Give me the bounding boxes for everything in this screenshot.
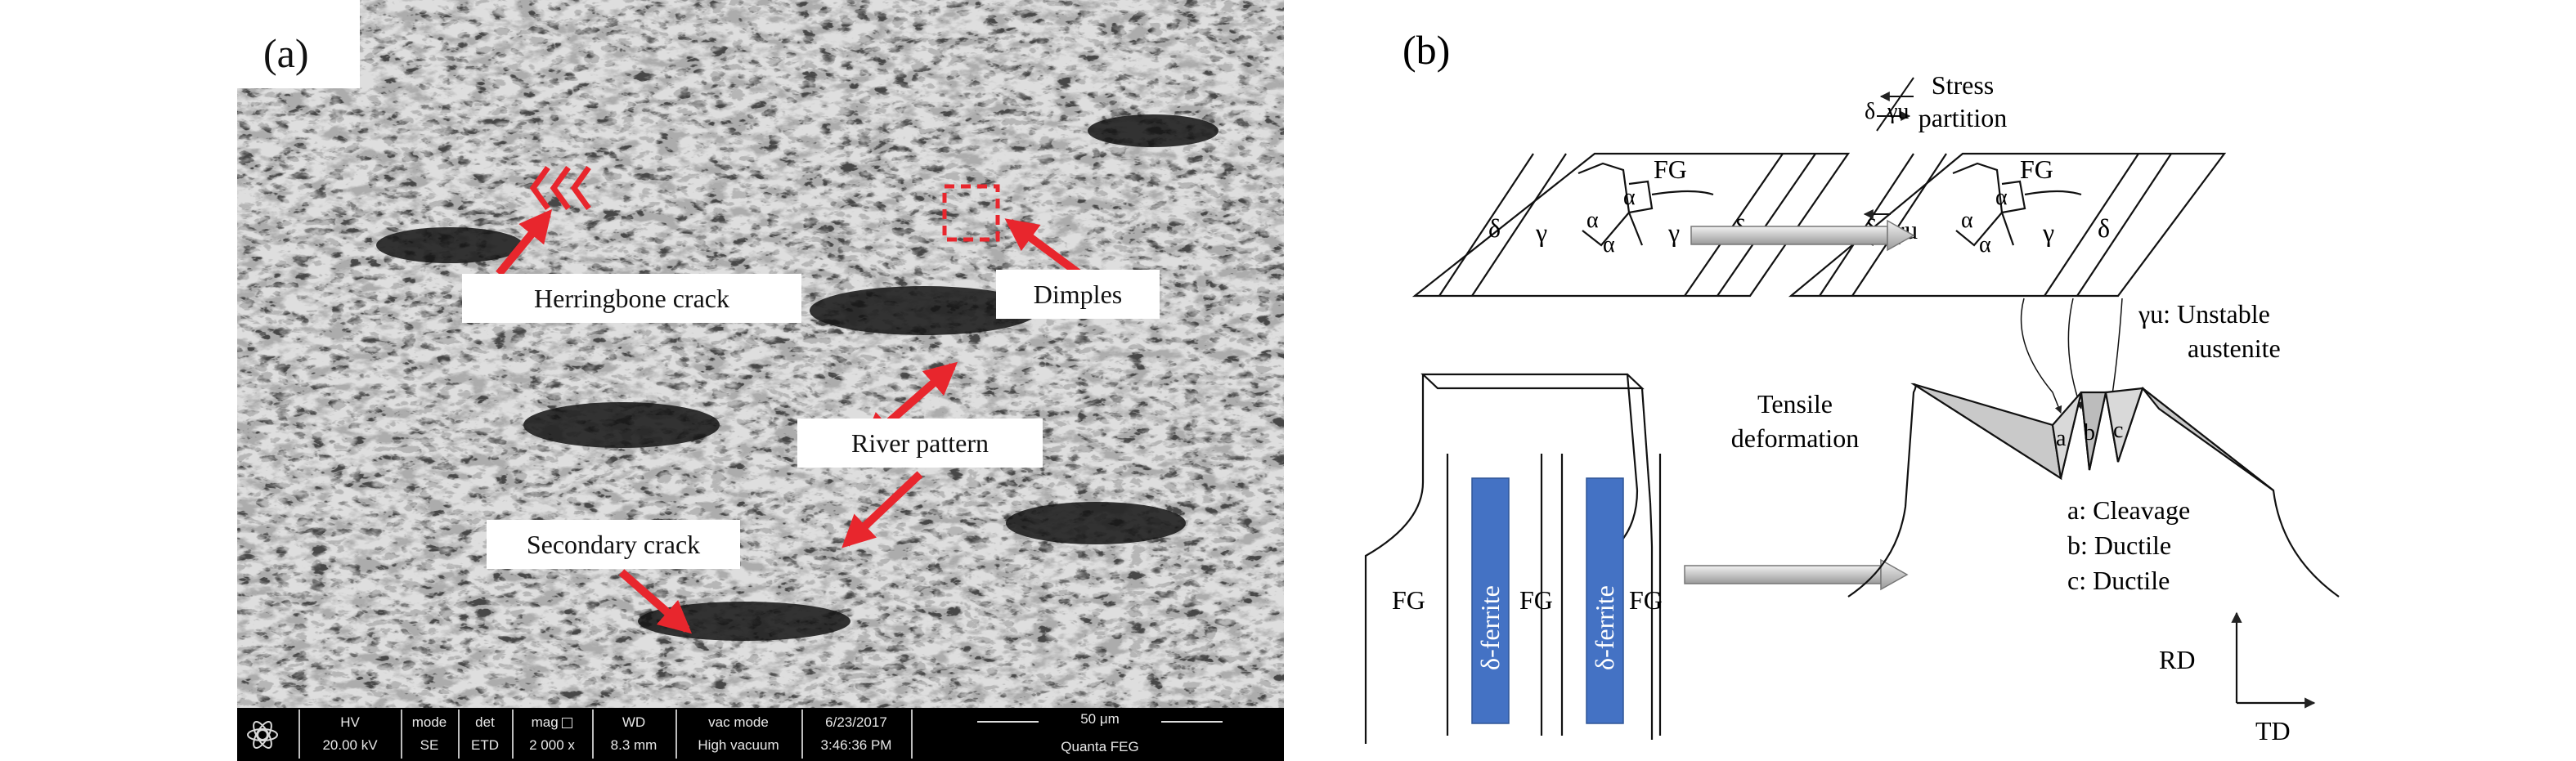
dimples-callout: Dimples [996, 270, 1160, 319]
microstructure-left [1411, 152, 1851, 298]
alpha-left-1: α [1623, 185, 1636, 210]
fracture-surface [1847, 383, 2340, 598]
alpha-right-3: α [1979, 232, 1991, 257]
mark-b: b [2084, 420, 2095, 445]
vac-label: vac mode [708, 714, 769, 730]
alpha-right-2: α [1961, 208, 1973, 233]
legend-a: a: Cleavage [2067, 495, 2190, 525]
gamma-left-2: γ [1667, 217, 1680, 247]
ferrite-band-2 [1586, 477, 1624, 724]
unstable-label: γu: Unstable [2138, 299, 2270, 329]
sem-image [237, 0, 1284, 708]
stress-label: Stress [1932, 70, 1994, 100]
alpha-left-2: α [1586, 208, 1599, 233]
gamma-left-1: γ [1535, 217, 1547, 247]
herringbone-chevrons [529, 165, 591, 211]
river-arrow-lower [841, 471, 923, 548]
hv-value: 20.00 kV [322, 737, 378, 753]
ferrite-band-1 [1471, 477, 1510, 724]
tensile-specimen [1364, 373, 1662, 744]
delta-right-2: δ [2098, 213, 2110, 243]
panel-a-label: (a) [263, 30, 309, 76]
tensile-label: Tensile [1757, 389, 1833, 419]
mag-box-icon [562, 718, 573, 729]
mode-value: SE [420, 737, 439, 753]
det-value: ETD [471, 737, 499, 753]
vac-value: High vacuum [698, 737, 779, 753]
fg-specimen-3: FG [1629, 585, 1663, 615]
mark-a: a [2056, 426, 2067, 451]
date-value: 6/23/2017 [825, 714, 887, 730]
mode-label: mode [411, 714, 447, 730]
process-arrow-bottom [1684, 558, 1909, 591]
dimples-highlight [942, 184, 1000, 242]
river-callout: River pattern [797, 419, 1043, 468]
wd-label: WD [622, 714, 646, 730]
partition-label: partition [1919, 103, 2007, 132]
secondary-callout: Secondary crack [487, 520, 740, 569]
delta-left-1: δ [1488, 213, 1501, 243]
ferrite-label-2: δ-ferrite [1590, 585, 1619, 670]
shear-delta: δ [1865, 99, 1875, 124]
fracture-schematic: (b) FG δ δ γ γ α α α [1364, 27, 2340, 745]
shear-gamma-u: γu [1887, 99, 1909, 124]
microstructure-right [1788, 152, 2227, 298]
fei-logo-icon [247, 721, 278, 749]
sem-info-bar: HV 20.00 kV mode SE det ETD mag 2 000 x … [237, 708, 1284, 761]
orientation-axes [2231, 611, 2316, 709]
fg-specimen-2: FG [1519, 585, 1553, 615]
process-arrow-top [1690, 219, 1915, 252]
det-label: det [475, 714, 495, 730]
austenite-label: austenite [2188, 333, 2281, 363]
legend-b: b: Ductile [2067, 530, 2171, 560]
secondary-arrow [618, 569, 693, 634]
alpha-left-3: α [1603, 232, 1615, 257]
mark-c: c [2113, 418, 2123, 443]
schematic-panel: (b) FG δ δ γ γ α α α [1341, 0, 2576, 761]
fg-specimen-1: FG [1392, 585, 1425, 615]
instrument-name: Quanta FEG [1061, 739, 1139, 754]
sem-micrograph: (a) Herringbone crack Dimples River patt… [237, 0, 1284, 761]
panel-label-box [237, 0, 360, 88]
fg-left: FG [1654, 154, 1687, 184]
mag-value: 2 000 x [529, 737, 575, 753]
deformation-label: deformation [1731, 423, 1859, 453]
time-value: 3:46:36 PM [820, 737, 892, 753]
wd-value: 8.3 mm [610, 737, 657, 753]
mag-label: mag [514, 714, 590, 730]
herringbone-arrow [496, 208, 553, 277]
shear-symbol [1876, 77, 1914, 132]
td-label: TD [2255, 716, 2291, 745]
alpha-right-1: α [1995, 185, 2008, 210]
herringbone-callout: Herringbone crack [462, 274, 801, 323]
scale-value: 50 μm [1039, 711, 1161, 727]
ferrite-label-1: δ-ferrite [1475, 585, 1505, 670]
fg-right: FG [2020, 154, 2053, 184]
rd-label: RD [2159, 645, 2195, 674]
gamma-right: γ [2042, 217, 2054, 247]
panel-b-label: (b) [1402, 27, 1450, 73]
legend-c: c: Ductile [2067, 566, 2170, 595]
dimples-arrow [1004, 218, 1082, 278]
hv-label: HV [340, 714, 360, 730]
